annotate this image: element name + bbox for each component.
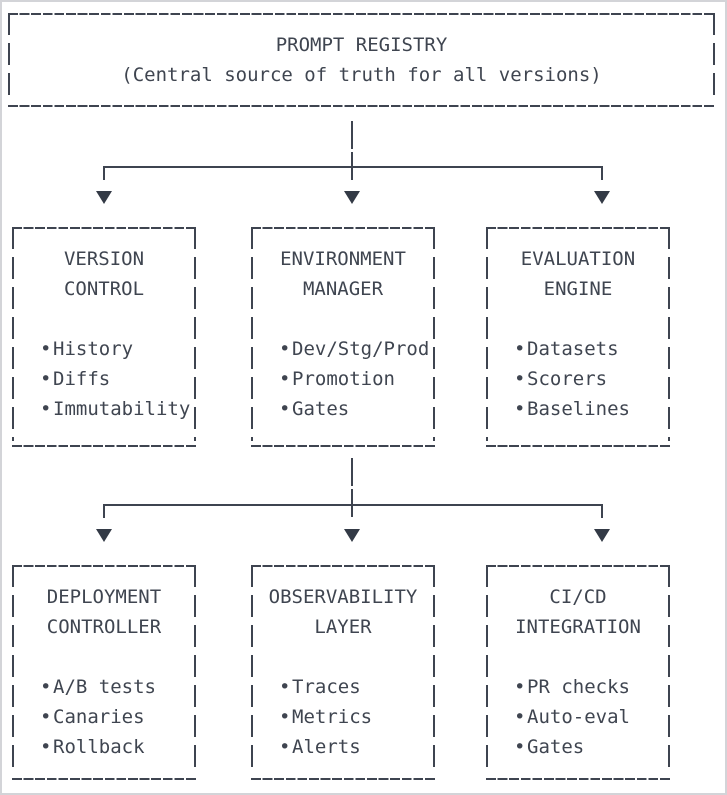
- spacer: [12, 642, 196, 672]
- arrow-down-icon: [594, 529, 610, 542]
- node-bullet-item: •Alerts: [251, 732, 435, 762]
- bullet-icon: •: [514, 676, 526, 698]
- bullet-icon: •: [40, 736, 52, 758]
- spacer: [251, 642, 435, 672]
- bullet-icon: •: [40, 676, 52, 698]
- arrow-down-icon: [594, 191, 610, 204]
- node-prompt-registry: PROMPT REGISTRY (Central source of truth…: [8, 13, 715, 107]
- connector-stub-left-top: [103, 166, 105, 180]
- bullet-icon: •: [40, 706, 52, 728]
- spacer: [486, 642, 670, 672]
- connector-stub-right-bottom: [601, 504, 603, 518]
- node-environment-manager: ENVIRONMENT MANAGER •Dev/Stg/Prod •Promo…: [251, 227, 435, 447]
- node-bullet-item: •Datasets: [486, 334, 670, 364]
- node-title: PROMPT REGISTRY: [275, 34, 448, 56]
- node-bullet-item: •Auto-eval: [486, 702, 670, 732]
- node-evaluation-engine: EVALUATION ENGINE •Datasets •Scorers •Ba…: [486, 227, 670, 447]
- connector-trunk-top: [351, 121, 353, 182]
- bullet-icon: •: [514, 368, 526, 390]
- node-title: EVALUATION ENGINE: [520, 248, 636, 300]
- node-bullet-item: •History: [12, 334, 196, 364]
- arrow-down-icon: [344, 191, 360, 204]
- node-bullet-item: •Metrics: [251, 702, 435, 732]
- spacer: [251, 304, 435, 334]
- bullet-icon: •: [279, 398, 291, 420]
- node-bullet-item: •A/B tests: [12, 672, 196, 702]
- node-bullet-item: •PR checks: [486, 672, 670, 702]
- arrow-down-icon: [96, 529, 112, 542]
- node-title: DEPLOYMENT CONTROLLER: [46, 586, 162, 638]
- node-bullet-item: •Immutability: [12, 394, 196, 424]
- connector-trunk-bottom: [351, 458, 353, 520]
- node-bullet-item: •Canaries: [12, 702, 196, 732]
- spacer: [12, 304, 196, 334]
- bullet-icon: •: [514, 706, 526, 728]
- bullet-icon: •: [514, 398, 526, 420]
- bullet-icon: •: [279, 338, 291, 360]
- bullet-icon: •: [514, 736, 526, 758]
- node-title: ENVIRONMENT MANAGER: [280, 248, 406, 300]
- node-bullet-item: •Rollback: [12, 732, 196, 762]
- arrow-down-icon: [344, 529, 360, 542]
- bullet-icon: •: [40, 368, 52, 390]
- connector-stub-right-top: [601, 166, 603, 180]
- node-bullet-item: •Promotion: [251, 364, 435, 394]
- node-deployment-controller: DEPLOYMENT CONTROLLER •A/B tests •Canari…: [12, 565, 196, 780]
- bullet-icon: •: [279, 676, 291, 698]
- arrow-down-icon: [96, 191, 112, 204]
- connector-branch-bottom: [103, 504, 603, 506]
- node-observability-layer: OBSERVABILITY LAYER •Traces •Metrics •Al…: [251, 565, 435, 780]
- bullet-icon: •: [279, 706, 291, 728]
- node-title: CI/CD INTEGRATION: [515, 586, 641, 638]
- bullet-icon: •: [40, 338, 52, 360]
- bullet-icon: •: [279, 368, 291, 390]
- connector-stub-left-bottom: [103, 504, 105, 518]
- node-title: OBSERVABILITY LAYER: [268, 586, 418, 638]
- node-bullet-item: •Gates: [486, 732, 670, 762]
- node-cicd-integration: CI/CD INTEGRATION •PR checks •Auto-eval …: [486, 565, 670, 780]
- connector-branch-top: [103, 166, 603, 168]
- bullet-icon: •: [514, 338, 526, 360]
- bullet-icon: •: [40, 398, 52, 420]
- node-bullet-item: •Scorers: [486, 364, 670, 394]
- bullet-icon: •: [279, 736, 291, 758]
- node-bullet-item: •Dev/Stg/Prod: [251, 334, 435, 364]
- spacer: [486, 304, 670, 334]
- node-version-control: VERSION CONTROL •History •Diffs •Immutab…: [12, 227, 196, 447]
- node-title: VERSION CONTROL: [63, 248, 145, 300]
- node-bullet-item: •Baselines: [486, 394, 670, 424]
- node-bullet-item: •Traces: [251, 672, 435, 702]
- node-subtitle: (Central source of truth for all version…: [121, 64, 602, 86]
- node-bullet-item: •Diffs: [12, 364, 196, 394]
- node-bullet-item: •Gates: [251, 394, 435, 424]
